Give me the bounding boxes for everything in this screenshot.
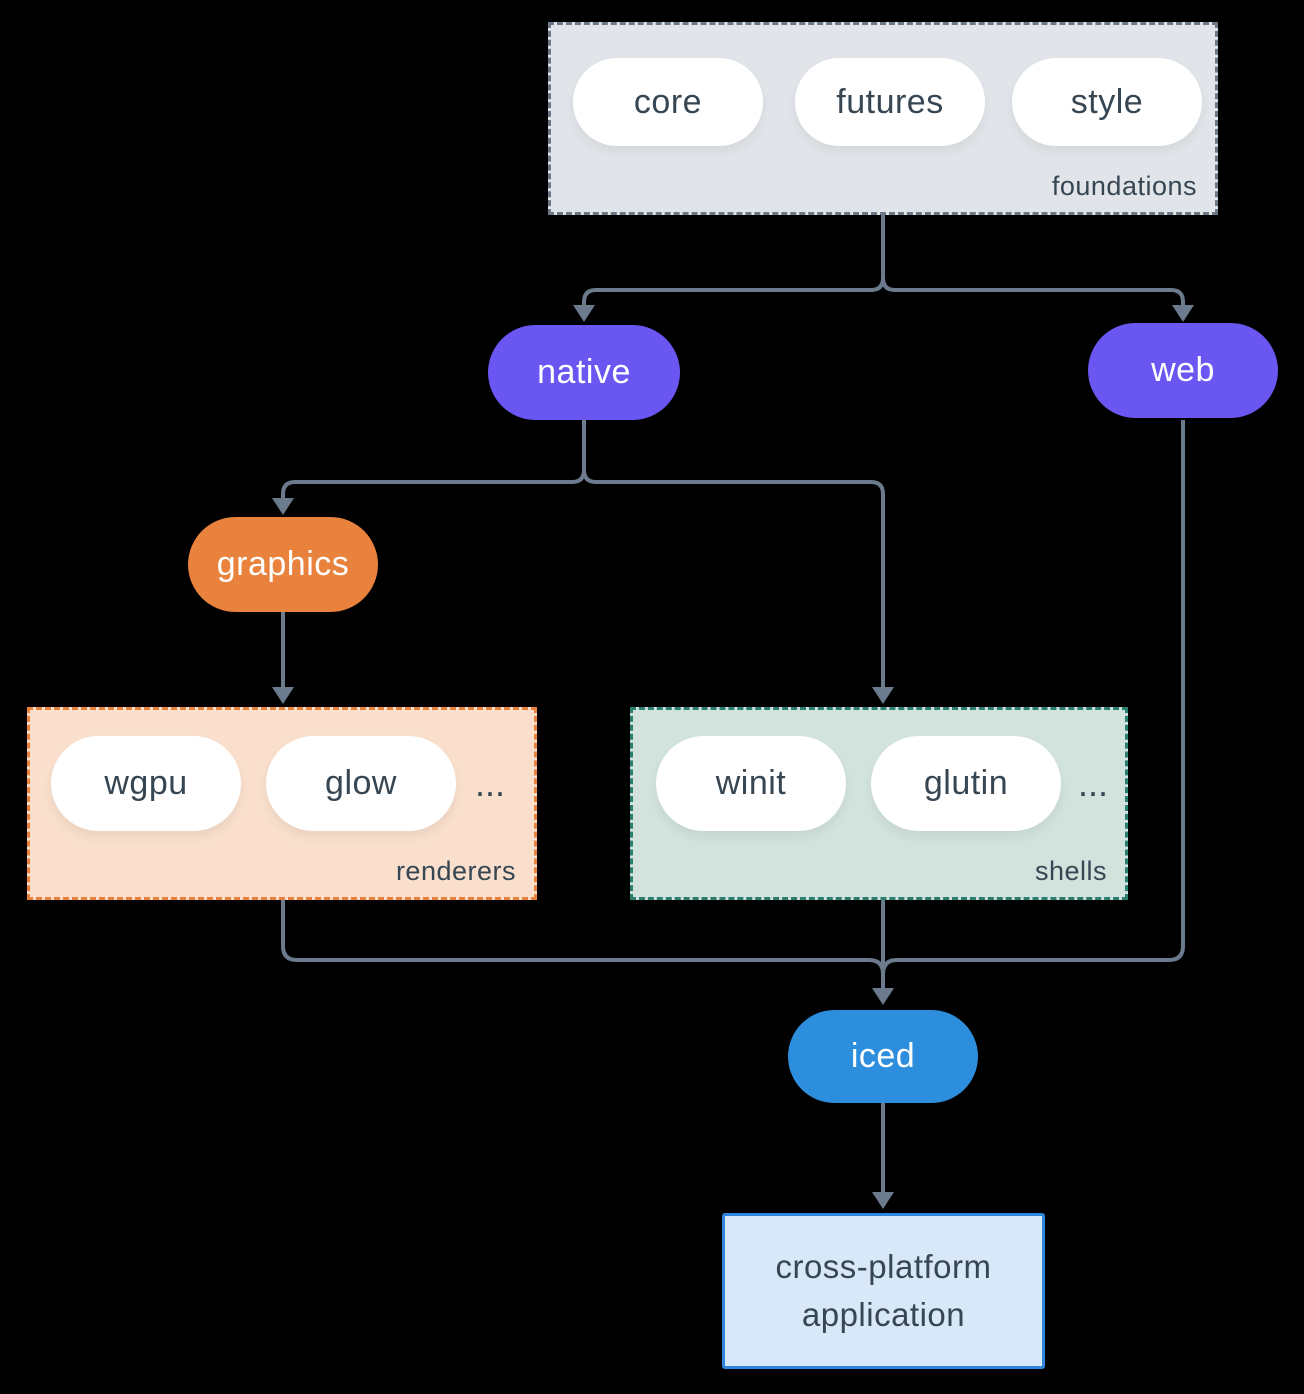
node-glutin: glutin <box>871 736 1061 831</box>
group-renderers: wgpu glow ... renderers <box>27 707 537 900</box>
arrowhead-renderers-icon <box>272 687 294 704</box>
edge-foundations-web <box>881 215 1185 306</box>
node-web: web <box>1088 323 1278 418</box>
edge-native-graphics <box>281 420 586 499</box>
node-native: native <box>488 325 680 420</box>
node-application: cross-platform application <box>722 1213 1045 1369</box>
group-label-shells: shells <box>1034 856 1107 886</box>
edge-renderers-iced <box>281 900 885 975</box>
group-label-foundations: foundations <box>1051 171 1197 201</box>
edge-native-shells <box>582 420 885 688</box>
edge-foundations-native <box>582 215 885 306</box>
group-shells: winit glutin ... shells <box>630 707 1128 900</box>
group-label-renderers: renderers <box>395 856 516 886</box>
node-futures: futures <box>795 58 985 146</box>
renderers-ellipsis: ... <box>474 762 505 804</box>
node-style: style <box>1012 58 1202 146</box>
arrowhead-graphics-icon <box>272 498 294 515</box>
node-core: core <box>573 58 763 146</box>
node-glow: glow <box>266 736 456 831</box>
node-iced: iced <box>788 1010 978 1103</box>
arrowhead-native-icon <box>573 305 595 322</box>
application-label: cross-platform application <box>775 1248 992 1333</box>
arrowhead-shells-icon <box>872 687 894 704</box>
node-wgpu: wgpu <box>51 736 241 831</box>
arrowhead-web-icon <box>1172 305 1194 322</box>
group-foundations: core futures style foundations <box>548 22 1218 215</box>
node-graphics: graphics <box>188 517 378 612</box>
shells-ellipsis: ... <box>1077 762 1108 804</box>
arrowhead-iced-icon <box>872 988 894 1005</box>
arrowhead-application-icon <box>872 1192 894 1209</box>
node-winit: winit <box>656 736 846 831</box>
